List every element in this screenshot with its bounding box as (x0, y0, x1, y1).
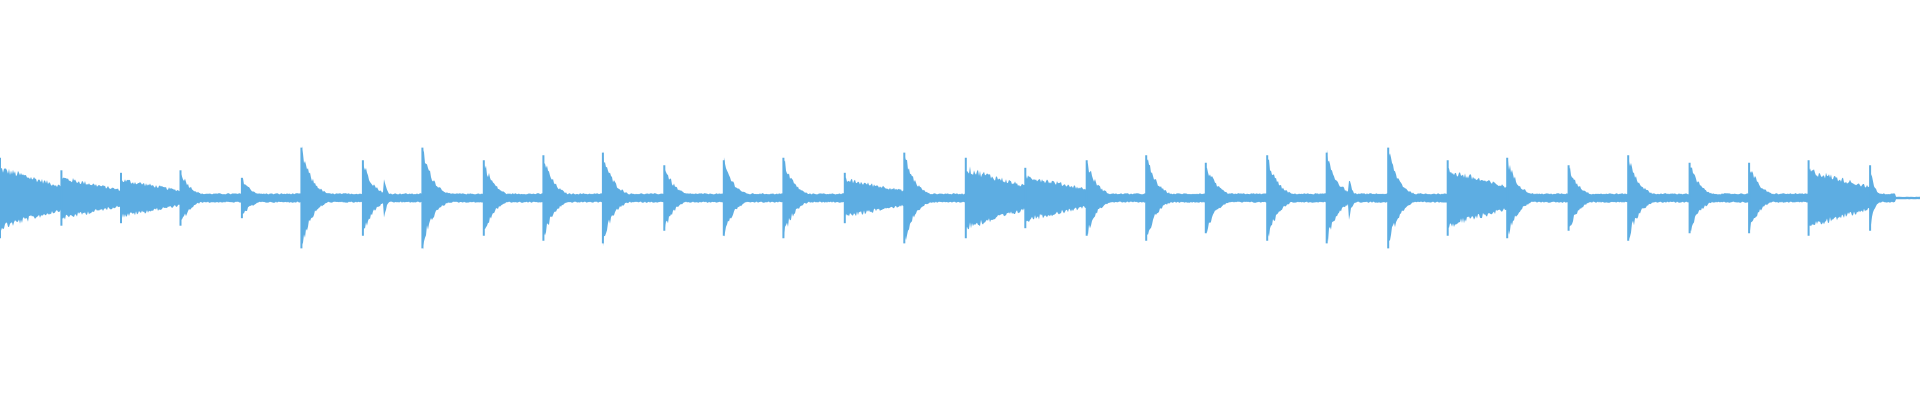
waveform-envelope (0, 146, 1920, 250)
waveform-bars (0, 146, 1920, 250)
